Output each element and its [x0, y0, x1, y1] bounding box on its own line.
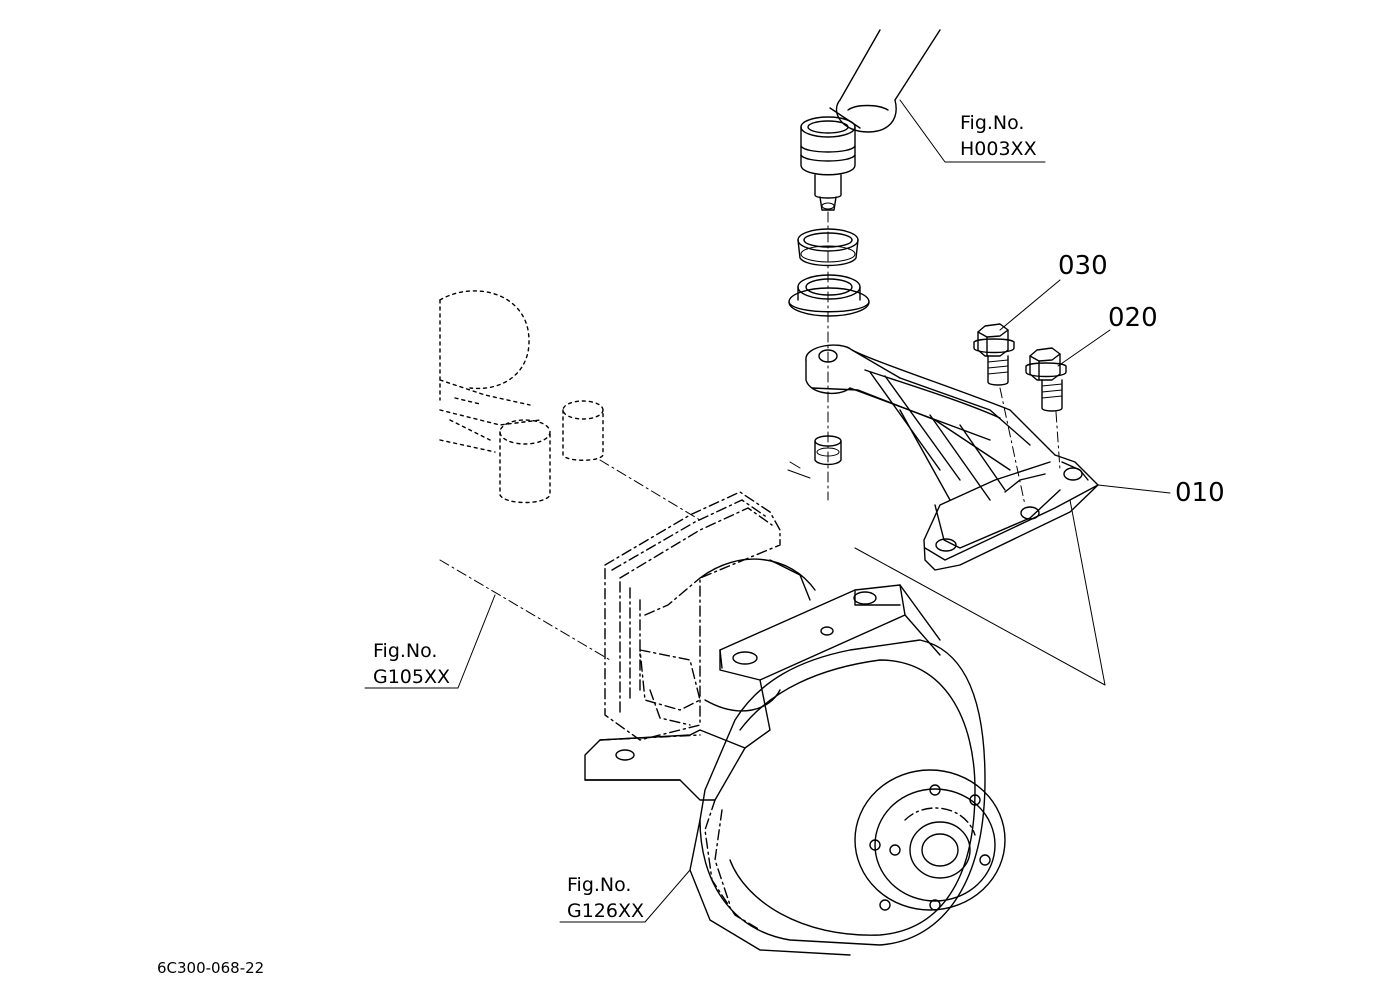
- leader-010: [1097, 484, 1171, 494]
- dust-seal-lower: [788, 274, 870, 317]
- part-number-020: 020: [1108, 303, 1158, 333]
- knuckle-arm: [805, 344, 1099, 571]
- fig-ref-g105-line2: G105XX: [373, 666, 451, 688]
- leader-g105: [364, 594, 496, 689]
- fig-ref-g126-line1: Fig.No.: [567, 874, 632, 896]
- fig-ref-h003-line1: Fig.No.: [960, 112, 1025, 134]
- bolt-020: [1025, 347, 1067, 412]
- part-number-030: 030: [1058, 251, 1108, 281]
- axle-housing-outline: [439, 290, 604, 504]
- assembly-indicator: [854, 499, 1106, 686]
- fig-ref-g126-line2: G126XX: [567, 900, 645, 922]
- leader-020: [1057, 329, 1111, 367]
- part-number-010: 010: [1175, 478, 1225, 508]
- leader-h003: [899, 99, 1046, 163]
- drawing-code: 6C300-068-22: [157, 959, 265, 977]
- knuckle-housing: [604, 491, 816, 741]
- fig-ref-h003-line2: H003XX: [960, 138, 1037, 160]
- dust-seal-upper: [797, 228, 859, 267]
- bolt-030: [973, 323, 1015, 386]
- fig-ref-g105-line1: Fig.No.: [373, 640, 438, 662]
- leader-g126: [559, 869, 691, 923]
- tie-rod-end: [800, 29, 941, 211]
- steering-knuckle-body: [584, 584, 1006, 956]
- bushing: [787, 435, 842, 479]
- leader-030: [999, 279, 1061, 331]
